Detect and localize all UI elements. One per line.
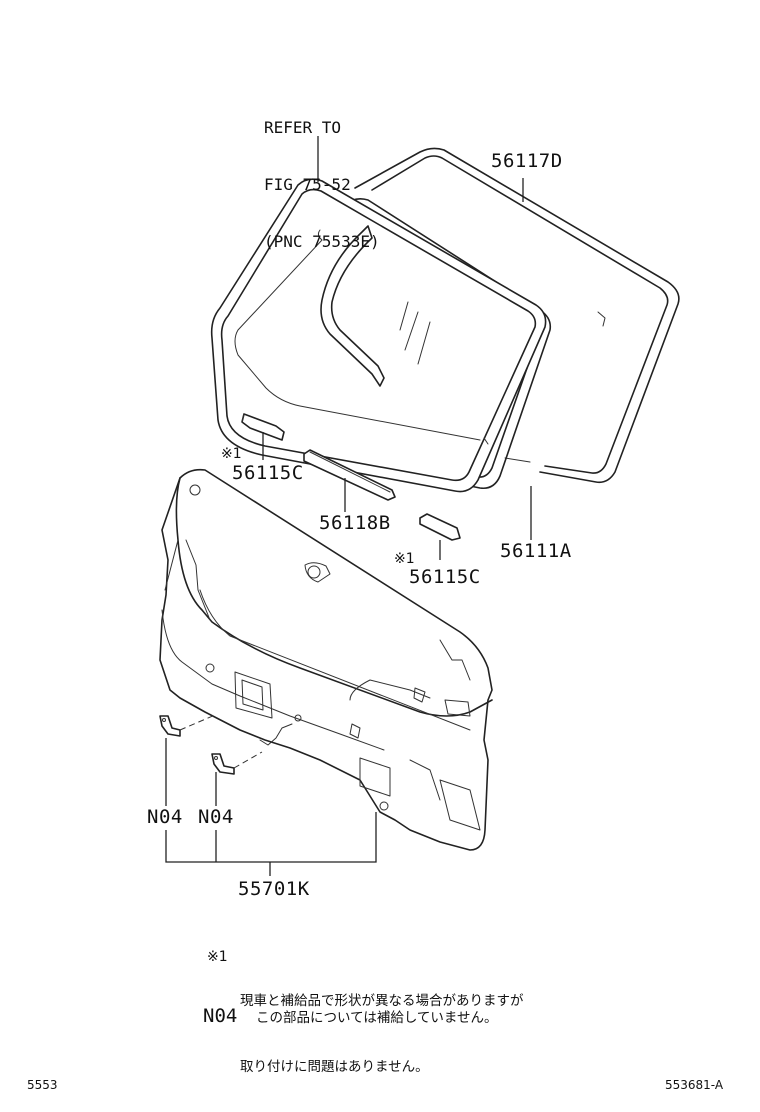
label-n04-left[interactable]: N04 xyxy=(147,806,183,828)
reference-line-2: FIG 75-52 xyxy=(264,175,351,194)
install-line-left xyxy=(179,714,216,731)
glass-main xyxy=(210,178,547,493)
note-line-1: 現車と補給品で形状が異なる場合がありますが xyxy=(240,993,524,1009)
label-56118b[interactable]: 56118B xyxy=(319,512,391,534)
label-56115c-left[interactable]: 56115C xyxy=(232,462,304,484)
leader-lines xyxy=(165,136,532,876)
clip-n04-right xyxy=(211,753,235,775)
clip-n04-left xyxy=(159,715,181,737)
footer-right: 553681-A xyxy=(665,1078,724,1092)
reference-line-1: REFER TO xyxy=(264,118,342,137)
label-55701k[interactable]: 55701K xyxy=(238,878,310,900)
install-line-right xyxy=(233,751,263,769)
footer-left: 5553 xyxy=(27,1078,58,1092)
reference-line-3: (PNC 75533E) xyxy=(264,232,380,251)
back-door-55701k xyxy=(159,468,493,851)
part-56118b xyxy=(303,449,396,501)
note-n04-text: この部品については補給していません。 xyxy=(256,1010,498,1026)
label-56111a[interactable]: 56111A xyxy=(500,540,572,562)
part-56115c-left xyxy=(241,413,285,441)
reference-note: REFER TO FIG 75-52 (PNC 75533E) xyxy=(264,80,380,270)
label-56117d[interactable]: 56117D xyxy=(491,150,563,172)
note-mark: ※1 xyxy=(207,949,228,965)
mark-left: ※1 xyxy=(221,446,242,462)
note-line-2: 取り付けに問題はありません。 xyxy=(240,1059,429,1075)
glass-56117d xyxy=(354,147,680,484)
label-n04-right[interactable]: N04 xyxy=(198,806,234,828)
note-text: 現車と補給品で形状が異なる場合がありますが 取り付けに問題はありません。 xyxy=(240,946,524,1100)
label-56115c-right[interactable]: 56115C xyxy=(409,566,481,588)
mark-right: ※1 xyxy=(394,551,415,567)
part-56115c-right xyxy=(419,513,461,541)
note-n04-key: N04 xyxy=(203,1005,238,1027)
